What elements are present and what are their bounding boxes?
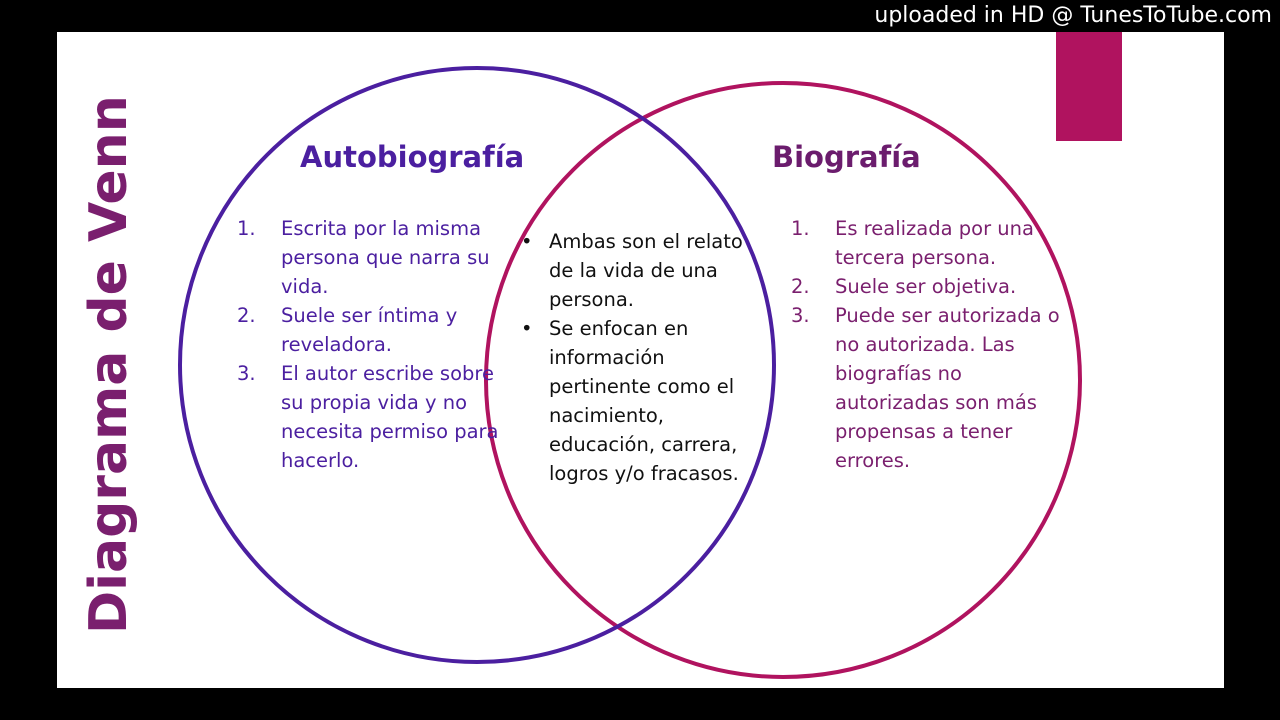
item-text: El autor escribe sobre su propia vida y … xyxy=(281,362,499,472)
left-circle-title: Autobiografía xyxy=(300,140,525,174)
list-item: 3. Puede ser autorizada o no autorizada. … xyxy=(791,301,1081,475)
item-text: Suele ser íntima y reveladora. xyxy=(281,304,458,356)
item-text: Escrita por la misma persona que narra s… xyxy=(281,217,490,298)
vertical-title: Diagrama de Venn xyxy=(79,95,139,634)
list-item: • Se enfocan en información pertinente co… xyxy=(519,314,769,488)
list-item: 2. Suele ser íntima y reveladora. xyxy=(237,301,499,359)
list-item: • Ambas son el relato de la vida de una p… xyxy=(519,227,769,314)
accent-bar xyxy=(1056,32,1122,141)
item-number: 1. xyxy=(237,217,256,240)
item-text: Se enfocan en información pertinente com… xyxy=(549,317,739,485)
item-text: Puede ser autorizada o no autorizada. La… xyxy=(835,304,1060,472)
venn-diagram xyxy=(178,66,1082,679)
watermark: uploaded in HD @ TunesToTube.com xyxy=(874,3,1272,28)
left-circle xyxy=(178,66,776,664)
bullet: • xyxy=(521,230,533,253)
left-circle-list: 1. Escrita por la misma persona que narra… xyxy=(237,214,499,475)
item-text: Suele ser objetiva. xyxy=(835,275,1017,298)
intersection-list: • Ambas son el relato de la vida de una p… xyxy=(519,227,769,488)
list-item: 3. El autor escribe sobre su propia vida … xyxy=(237,359,499,475)
slide: Diagrama de Venn Autobiografía Biografía… xyxy=(57,32,1224,688)
list-item: 2. Suele ser objetiva. xyxy=(791,272,1081,301)
right-circle xyxy=(484,81,1082,679)
item-text: Es realizada por una tercera persona. xyxy=(835,217,1034,269)
right-circle-list: 1.Es realizada por una tercera persona. … xyxy=(791,214,1081,475)
item-number: 2. xyxy=(237,304,256,327)
item-number: 3. xyxy=(237,362,256,385)
item-number: 2. xyxy=(791,275,810,298)
item-number: 1. xyxy=(791,217,810,240)
right-circle-title: Biografía xyxy=(772,140,921,174)
item-text: Ambas son el relato de la vida de una pe… xyxy=(549,230,743,311)
list-item: 1. Escrita por la misma persona que narra… xyxy=(237,214,499,301)
list-item: 1. Es realizada por una tercera persona. xyxy=(791,214,1081,272)
bullet: • xyxy=(521,317,533,340)
item-number: 3. xyxy=(791,304,810,327)
